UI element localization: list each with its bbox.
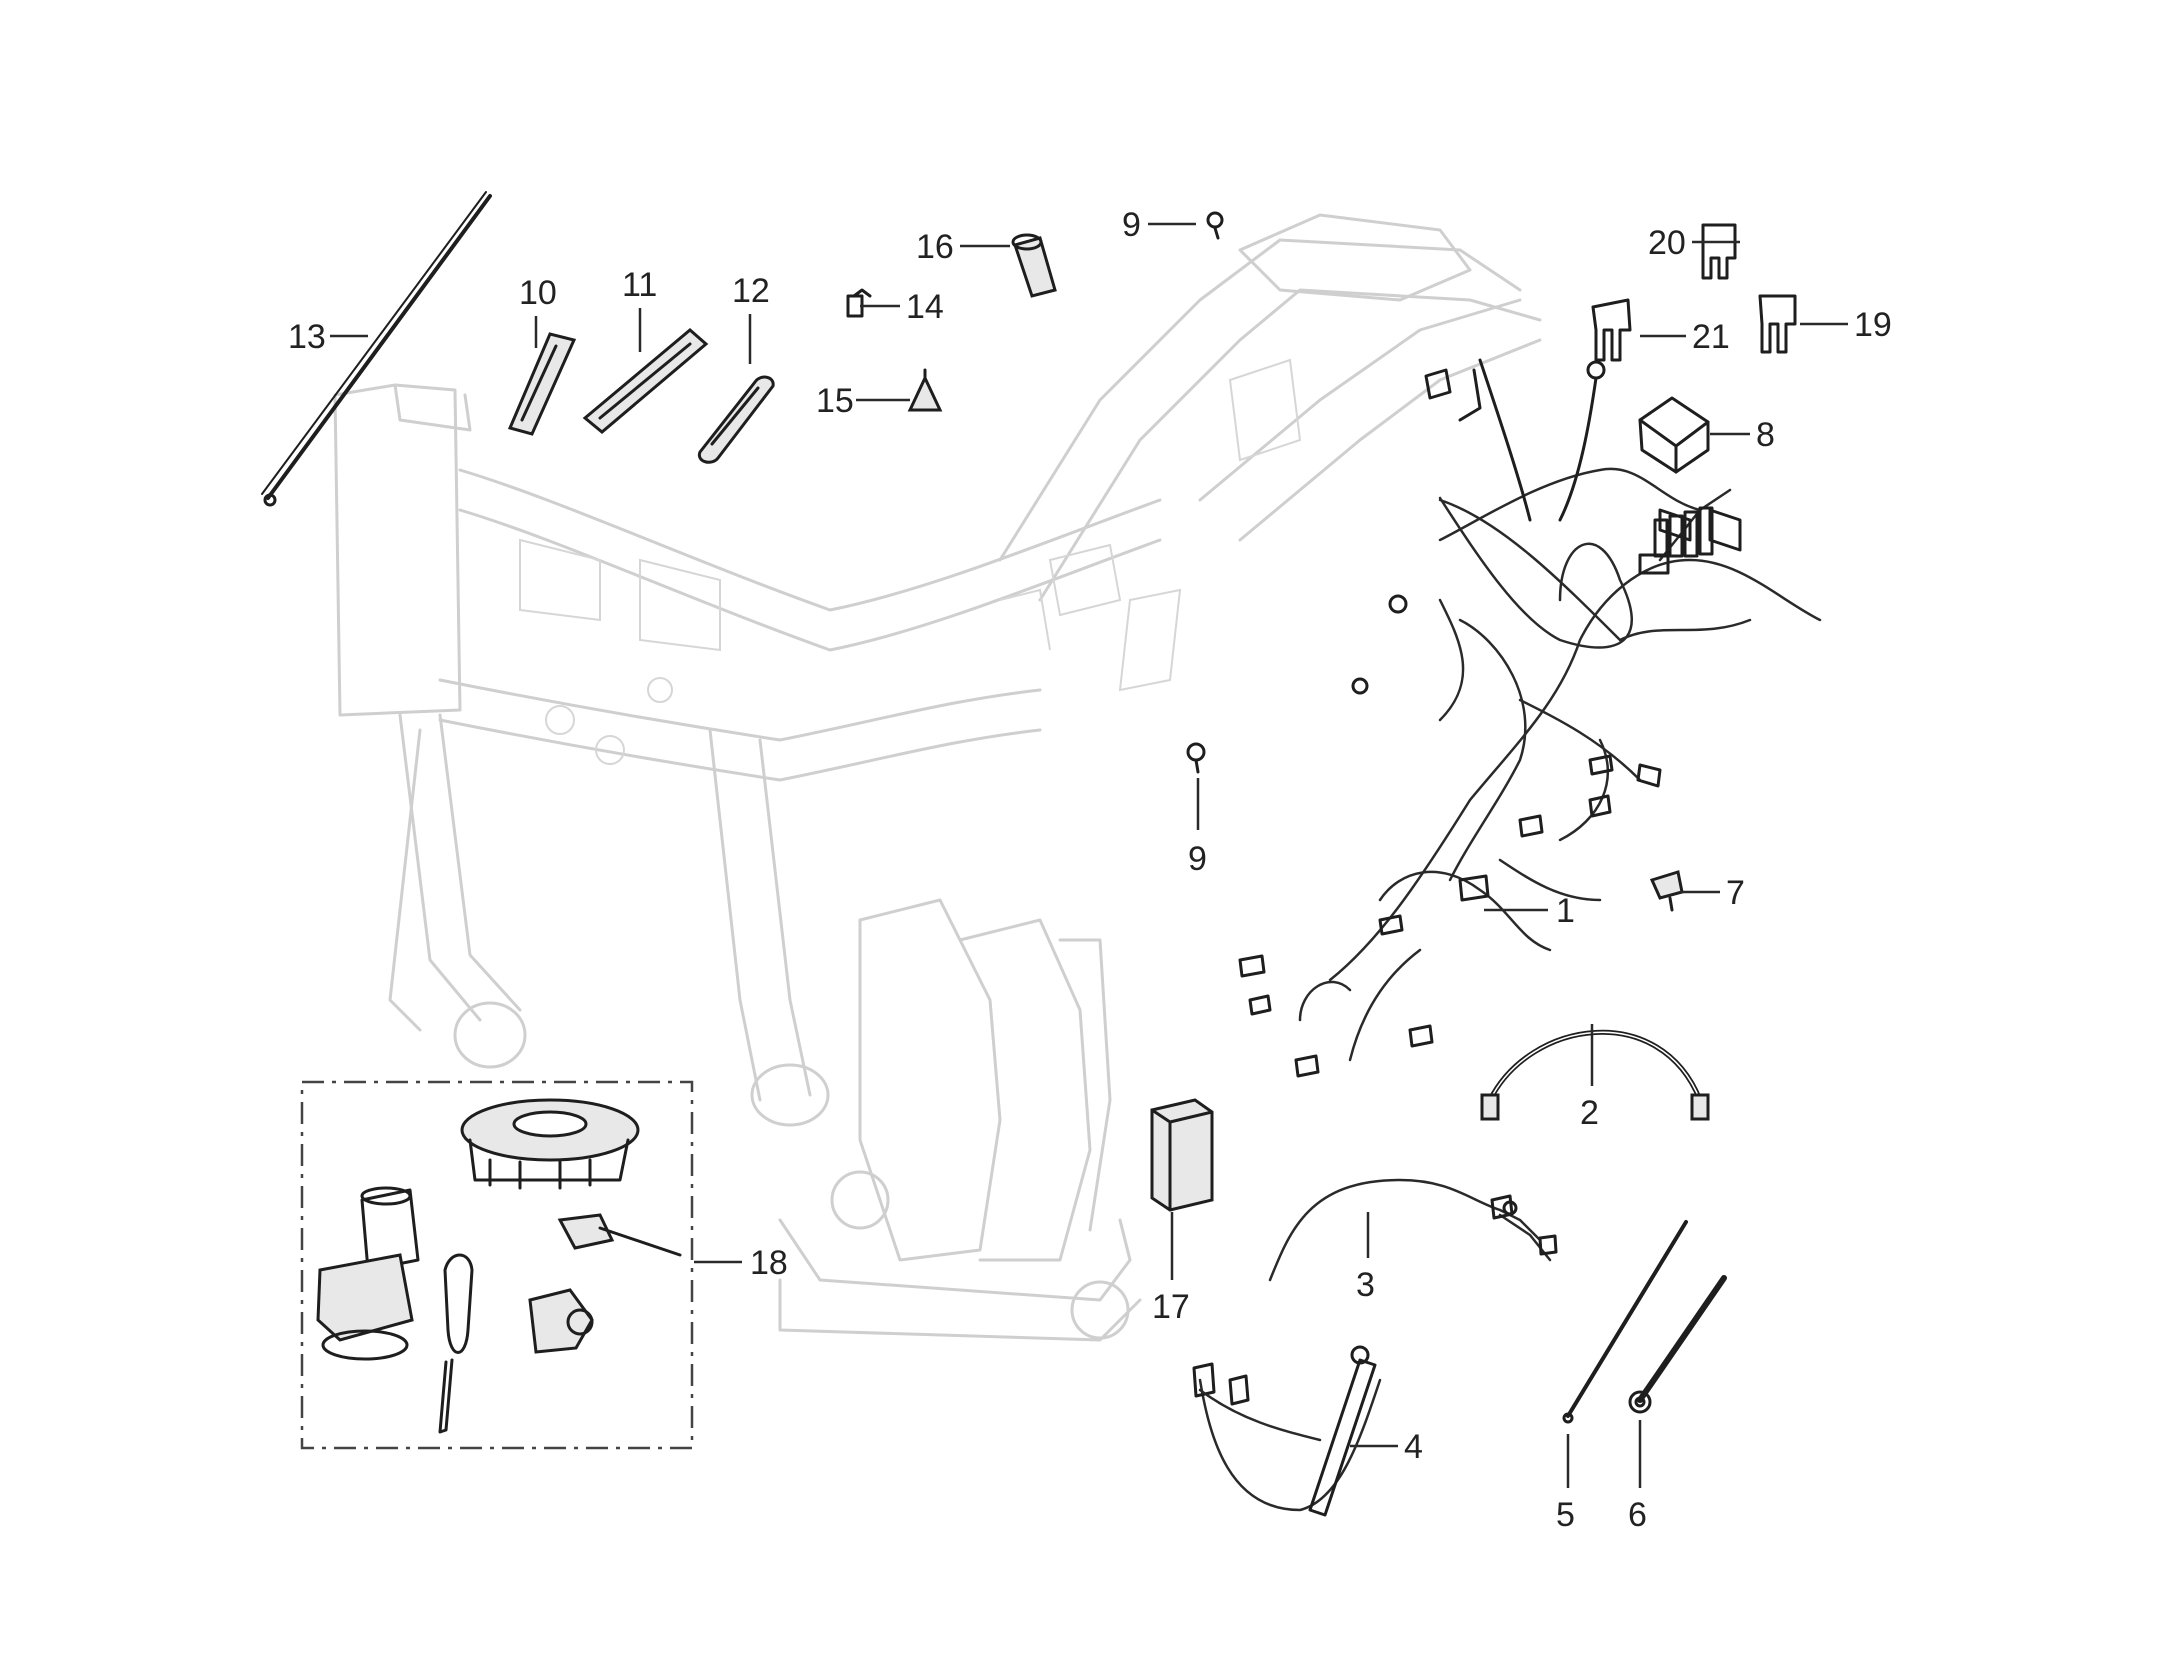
part-10-clamp bbox=[507, 332, 577, 436]
part-16-socket bbox=[1011, 233, 1057, 298]
callout-13: 13 bbox=[288, 318, 326, 356]
callout-8: 8 bbox=[1756, 416, 1775, 454]
callout-11: 11 bbox=[622, 266, 657, 304]
part-11-clamp bbox=[582, 328, 709, 434]
part-9-bolt-mid bbox=[1186, 742, 1206, 774]
callout-18: 18 bbox=[750, 1244, 788, 1282]
motorcycle-frame bbox=[333, 213, 1542, 1342]
part-9-bolt-top bbox=[1206, 211, 1224, 240]
part-1-main-harness bbox=[1238, 358, 1822, 1078]
leader-lines bbox=[330, 222, 1848, 1488]
part-17-control-box bbox=[1150, 1098, 1214, 1212]
callout-12: 12 bbox=[732, 272, 770, 310]
part-4-wiring bbox=[1192, 1345, 1382, 1517]
part-13-cable-tie bbox=[261, 191, 492, 507]
part-20-fuse bbox=[1701, 223, 1737, 280]
callout-10: 10 bbox=[519, 274, 557, 312]
callout-1: 1 bbox=[1556, 892, 1575, 930]
callout-7: 7 bbox=[1726, 874, 1745, 912]
part-8-relay bbox=[1638, 396, 1710, 474]
callout-19: 19 bbox=[1854, 306, 1892, 344]
part-5-zip-tie bbox=[1562, 1220, 1688, 1424]
part-18-lock-set bbox=[300, 1080, 694, 1450]
part-3-sub-harness bbox=[1268, 1178, 1558, 1282]
callout-9-top: 9 bbox=[1122, 206, 1141, 244]
callout-5: 5 bbox=[1556, 1496, 1575, 1534]
part-15-clip bbox=[907, 368, 943, 412]
callout-9-mid: 9 bbox=[1188, 840, 1207, 878]
part-12-clamp bbox=[697, 375, 775, 464]
callout-3: 3 bbox=[1356, 1266, 1375, 1304]
part-21-fuse bbox=[1591, 298, 1632, 362]
callout-20: 20 bbox=[1648, 224, 1686, 262]
part-19-fuse bbox=[1758, 294, 1797, 354]
callout-21: 21 bbox=[1692, 318, 1730, 356]
callout-4: 4 bbox=[1404, 1428, 1423, 1466]
part-7-clip bbox=[1649, 870, 1684, 912]
part-14-clip bbox=[846, 288, 872, 318]
callout-labels: 13 10 11 12 16 14 15 9 20 21 19 8 9 7 1 … bbox=[288, 206, 1892, 1534]
callout-14: 14 bbox=[906, 288, 944, 326]
callout-2: 2 bbox=[1580, 1094, 1599, 1132]
callout-6: 6 bbox=[1628, 1496, 1647, 1534]
part-2-hose bbox=[1480, 1029, 1710, 1121]
callout-15: 15 bbox=[816, 382, 854, 420]
callout-16: 16 bbox=[916, 228, 954, 266]
part-6-zip-tie bbox=[1628, 1275, 1727, 1414]
callout-17: 17 bbox=[1152, 1288, 1190, 1326]
